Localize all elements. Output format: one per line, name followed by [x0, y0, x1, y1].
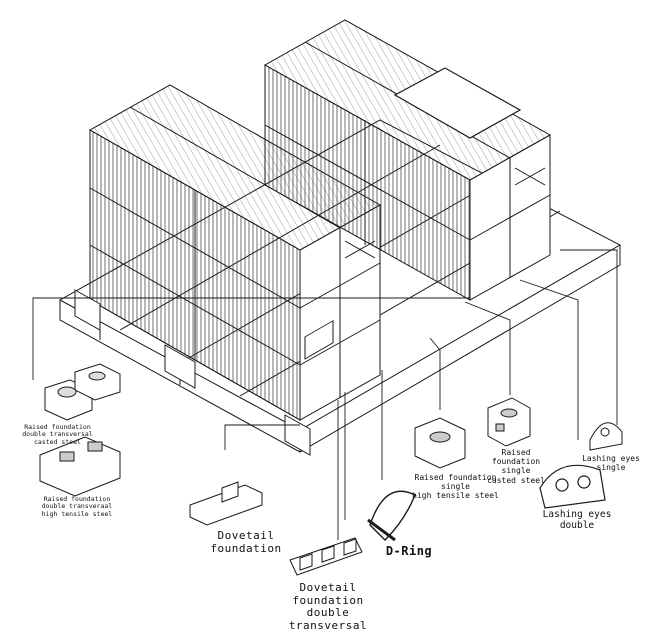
leader-lines — [32, 249, 618, 540]
part-dovetail-double — [289, 537, 363, 576]
label-dovetail: Dovetail foundation — [210, 529, 282, 555]
part-dovetail — [189, 481, 263, 526]
label-raised-double-hts: Raised foundation double transveraal hig… — [41, 495, 113, 518]
part-lashing-single — [589, 422, 623, 451]
label-raised-single-hts: Raised foundation single high tensile st… — [412, 473, 499, 501]
part-raised-single-hts — [414, 417, 466, 469]
part-raised-single-casted — [487, 397, 531, 447]
part-raised-double-hts — [39, 436, 121, 497]
label-raised-double-casted: Raised foundation double transversal cas… — [22, 423, 93, 446]
part-lashing-double — [539, 464, 606, 509]
label-dovetail-double: Dovetail foundation double transversal — [288, 581, 368, 632]
label-d-ring: D-Ring — [385, 544, 433, 558]
label-lashing-double: Lashing eyes double — [542, 509, 612, 531]
part-raised-double-casted — [44, 363, 121, 421]
label-raised-single-casted: Raised foundation single casted steel — [487, 448, 545, 485]
part-d-ring — [367, 490, 416, 542]
right-container-stack — [263, 19, 552, 301]
label-lashing-single: Lashing eyes single — [582, 454, 640, 473]
